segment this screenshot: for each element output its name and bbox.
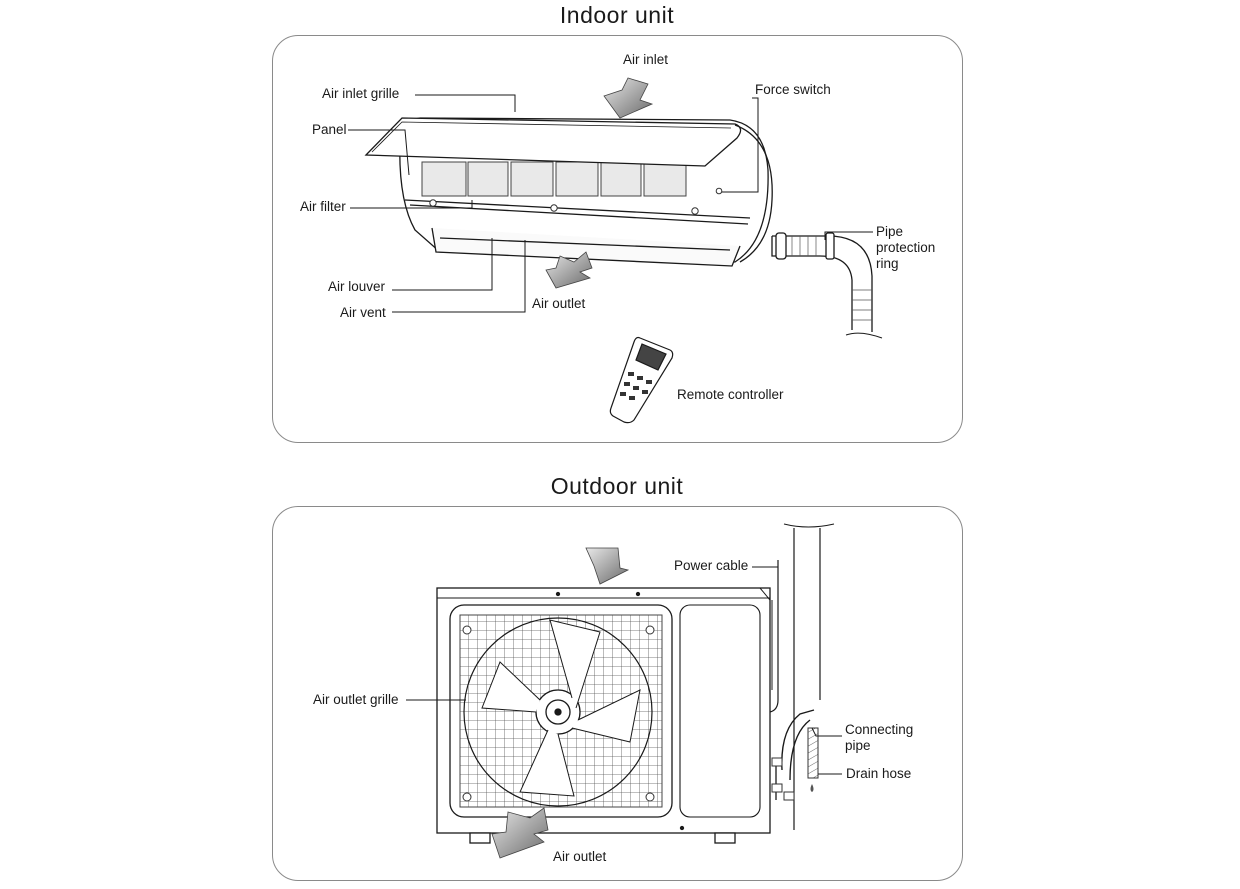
- outdoor-unit-drawing: [436, 523, 835, 844]
- label-force-switch: Force switch: [755, 82, 831, 97]
- label-air-outlet-indoor: Air outlet: [532, 296, 586, 311]
- indoor-unit-panel: [272, 35, 963, 443]
- remote-controller-drawing: [609, 336, 674, 424]
- label-air-inlet-grille: Air inlet grille: [322, 86, 400, 101]
- label-air-louver: Air louver: [328, 279, 386, 294]
- outdoor-leader-lines: [406, 566, 842, 775]
- label-air-vent: Air vent: [340, 305, 386, 320]
- indoor-leader-lines: [348, 94, 873, 313]
- label-air-inlet: Air inlet: [623, 52, 669, 67]
- label-panel: Panel: [312, 122, 347, 137]
- label-air-filter: Air filter: [300, 199, 346, 214]
- outdoor-air-inlet-arrow: [585, 547, 630, 585]
- outdoor-air-outlet-arrow: [491, 807, 549, 859]
- outdoor-unit-panel: [272, 506, 963, 881]
- label-connecting-pipe: Connecting pipe: [845, 722, 914, 753]
- indoor-unit-title: Indoor unit: [559, 2, 675, 28]
- label-drain-hose: Drain hose: [846, 766, 912, 781]
- label-remote-controller: Remote controller: [677, 387, 784, 402]
- air-inlet-arrow: [603, 77, 654, 119]
- label-air-outlet-outdoor: Air outlet: [553, 849, 607, 864]
- outdoor-unit-title: Outdoor unit: [550, 473, 684, 499]
- label-power-cable: Power cable: [674, 558, 749, 573]
- label-air-outlet-grille: Air outlet grille: [313, 692, 399, 707]
- air-outlet-arrow: [545, 251, 593, 289]
- indoor-unit-drawing: [364, 117, 883, 339]
- label-pipe-protection-ring: Pipe protection ring: [876, 224, 936, 271]
